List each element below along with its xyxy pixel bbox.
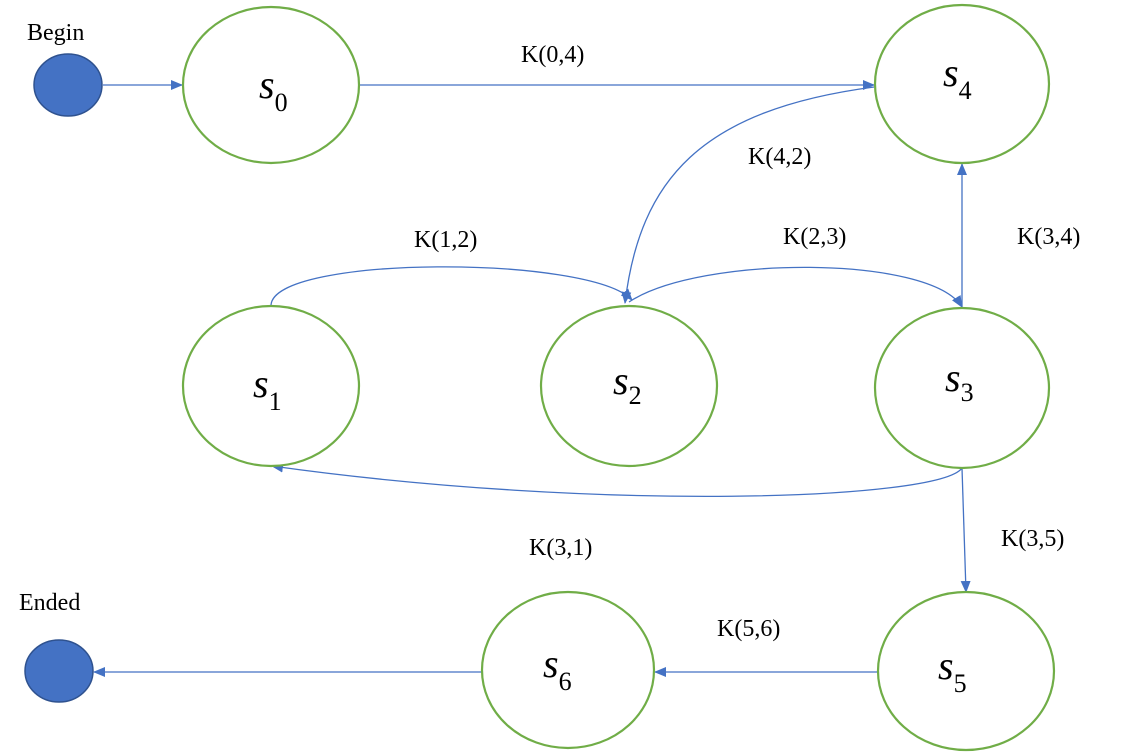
- state-s2: s2: [539, 304, 719, 468]
- state-s4: s4: [873, 3, 1051, 165]
- edge-label-k04: K(0,4): [521, 42, 584, 68]
- edge-s2-s3: [628, 266, 963, 308]
- state-s2-label: s2: [613, 358, 642, 410]
- begin-dot: [33, 53, 103, 117]
- state-s2-circle: [539, 304, 719, 468]
- state-s6-label: s6: [543, 641, 572, 696]
- edge-s1-s2: [270, 266, 633, 306]
- edge-label-k12: K(1,2): [414, 227, 477, 253]
- state-s0-circle: [181, 5, 361, 165]
- state-s0-label: s0: [259, 62, 288, 117]
- begin-label: Begin: [27, 20, 84, 46]
- edge-label-k31: K(3,1): [529, 535, 592, 561]
- state-s1: s1: [181, 304, 361, 468]
- state-s4-circle: [873, 3, 1051, 165]
- begin-terminal: Begin: [27, 20, 103, 117]
- edge-s3-s5: [960, 467, 971, 593]
- state-s0: s0: [181, 5, 361, 165]
- state-s4-label: s4: [943, 50, 972, 105]
- edge-s3-s1: [271, 462, 963, 497]
- state-s1-circle: [181, 304, 361, 468]
- edge-s4-s2: [621, 86, 875, 304]
- state-s5: s5: [876, 590, 1056, 752]
- state-s1-label: s1: [253, 361, 282, 416]
- state-s3: s3: [873, 306, 1051, 470]
- edge-label-k56: K(5,6): [717, 616, 780, 642]
- state-s3-label: s3: [945, 355, 974, 407]
- edge-label-k42: K(4,2): [748, 144, 811, 170]
- state-s5-circle: [876, 590, 1056, 752]
- state-s3-circle: [873, 306, 1051, 470]
- ended-terminal: Ended: [19, 590, 94, 703]
- state-s5-label: s5: [938, 643, 967, 698]
- edge-label-k35: K(3,5): [1001, 526, 1064, 552]
- ended-label: Ended: [19, 590, 80, 616]
- edge-label-k34: K(3,4): [1017, 224, 1080, 250]
- edges: [93, 80, 971, 677]
- edge-label-k23: K(2,3): [783, 224, 846, 250]
- ended-dot: [24, 639, 94, 703]
- edge-labels: K(0,4) K(4,2) K(1,2) K(2,3) K(3,4) K(3,1…: [414, 42, 1080, 642]
- state-s6-circle: [480, 590, 656, 750]
- state-s6: s6: [480, 590, 656, 750]
